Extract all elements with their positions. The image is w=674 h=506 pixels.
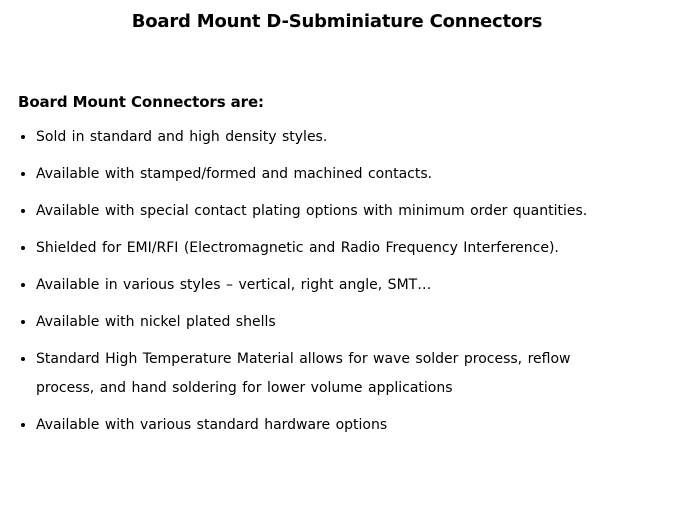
list-item: Available with special contact plating o… [18,197,658,226]
bullet-dot-icon [21,357,25,361]
bullet-text: Sold in standard and high density styles… [36,129,328,145]
bullet-dot-icon [21,320,25,324]
list-item: Available with stamped/formed and machin… [18,160,658,189]
bullet-list: Sold in standard and high density styles… [18,123,658,440]
bullet-text: Available with various standard hardware… [36,417,388,433]
list-item: Sold in standard and high density styles… [18,123,658,152]
bullet-text: Shielded for EMI/RFI (Electromagnetic an… [36,240,559,256]
page-title: Board Mount D-Subminiature Connectors [131,11,543,32]
slide-content: Board Mount Connectors are: Sold in stan… [18,92,658,448]
bullet-dot-icon [21,423,25,427]
bullet-dot-icon [21,246,25,250]
section-heading: Board Mount Connectors are: [18,93,264,111]
list-item: Shielded for EMI/RFI (Electromagnetic an… [18,234,658,263]
list-item: Available with nickel plated shells [18,308,658,337]
list-item: Standard High Temperature Material allow… [18,345,658,403]
bullet-text: Standard High Temperature Material allow… [36,351,571,396]
list-item: Available in various styles – vertical, … [18,271,658,300]
bullet-dot-icon [21,135,25,139]
bullet-text: Available with special contact plating o… [36,203,588,219]
list-item: Available with various standard hardware… [18,411,658,440]
bullet-dot-icon [21,283,25,287]
bullet-text: Available with nickel plated shells [36,314,276,330]
bullet-dot-icon [21,172,25,176]
bullet-dot-icon [21,209,25,213]
bullet-text: Available with stamped/formed and machin… [36,166,433,182]
bullet-text: Available in various styles – vertical, … [36,277,432,293]
